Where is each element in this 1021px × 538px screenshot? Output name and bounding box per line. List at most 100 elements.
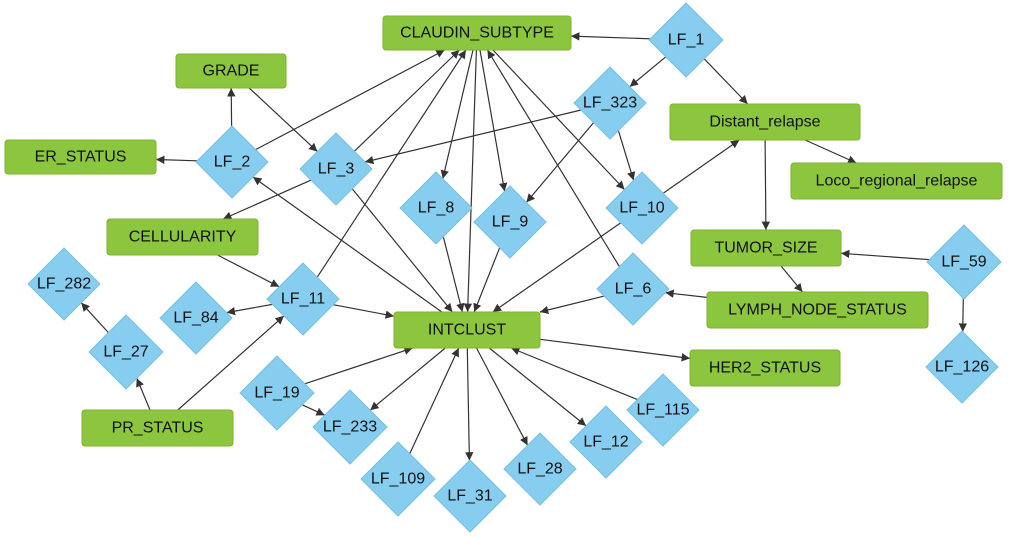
nodes-layer: CLAUDIN_SUBTYPEGRADEER_STATUSDistant_rel… [4, 2, 1003, 533]
edge-lf3-to-cell [222, 179, 312, 220]
node-label-lf126: LF_126 [935, 359, 989, 376]
latent-diamond-shape [605, 171, 679, 245]
node-label-lf59: LF_59 [941, 254, 986, 271]
latent-diamond-shape [239, 355, 315, 431]
node-label-lf19: LF_19 [254, 385, 299, 402]
latent-diamond-shape [925, 330, 999, 404]
latent-diamond-shape [312, 389, 388, 465]
edge-lf19-to-lf233 [301, 404, 326, 416]
edge-distant-to-tumor [761, 139, 771, 231]
node-lf19: LF_19 [239, 355, 315, 431]
node-label-lf28: LF_28 [517, 461, 562, 478]
node-lf1: LF_1 [648, 2, 724, 78]
edge-lf11-to-claudin [316, 49, 467, 278]
latent-diamond-shape [266, 262, 340, 336]
node-label-lf8: LF_8 [418, 200, 455, 217]
node-lf323: LF_323 [573, 66, 647, 140]
node-label-lf282: LF_282 [37, 276, 91, 293]
latent-diamond-shape [596, 252, 670, 326]
node-label-lf84: LF_84 [173, 310, 218, 327]
node-label-lf12: LF_12 [583, 434, 628, 451]
node-label-cell: CELLULARITY [129, 229, 237, 246]
node-label-er: ER_STATUS [35, 149, 127, 166]
node-label-grade: GRADE [203, 63, 260, 80]
edge-tumor-to-lymph [780, 265, 803, 293]
node-label-lf323: LF_323 [583, 95, 637, 112]
variable-box-shape [690, 229, 842, 267]
edge-lf109-to-intclust [409, 347, 460, 454]
latent-diamond-shape [473, 185, 547, 259]
node-lf59: LF_59 [926, 224, 1002, 300]
node-label-lf31: LF_31 [447, 488, 492, 505]
variable-box-shape [706, 291, 929, 329]
edge-intclust-to-lf28 [475, 347, 529, 446]
node-label-lf27: LF_27 [103, 344, 148, 361]
variable-box-shape [393, 311, 541, 349]
node-label-lf233: LF_233 [323, 419, 377, 436]
variable-box-shape [669, 103, 861, 141]
edge-lf11-to-intclust [333, 304, 395, 319]
node-label-lf115: LF_115 [636, 402, 689, 419]
latent-diamond-shape [360, 441, 436, 517]
latent-diamond-shape [195, 125, 269, 199]
edge-lf6-to-intclust [539, 295, 605, 315]
edge-pr-to-lf27 [136, 377, 151, 411]
edge-grade-to-lf3 [248, 87, 318, 153]
node-label-intclust: INTCLUST [428, 322, 506, 339]
node-label-tumor: TUMOR_SIZE [714, 240, 817, 257]
node-lf10: LF_10 [605, 171, 679, 245]
edge-lf10-to-intclust [492, 222, 622, 313]
node-er: ER_STATUS [4, 139, 157, 175]
edge-lf59-to-tumor [840, 249, 930, 261]
edge-claudin-to-intclust [463, 49, 477, 313]
node-lf9: LF_9 [473, 185, 547, 259]
latent-diamond-shape [626, 373, 700, 447]
edge-lf323-to-lf10 [617, 130, 636, 181]
node-label-lf6: LF_6 [615, 281, 652, 298]
latent-diamond-shape [299, 132, 373, 206]
variable-box-shape [4, 139, 157, 175]
edge-intclust-to-her2 [539, 338, 691, 362]
node-label-claudin: CLAUDIN_SUBTYPE [400, 25, 554, 42]
latent-diamond-shape [88, 314, 164, 390]
latent-diamond-shape [573, 66, 647, 140]
latent-diamond-shape [503, 432, 577, 506]
latent-diamond-shape [27, 247, 101, 321]
node-lf8: LF_8 [399, 171, 473, 245]
edge-lf2-to-er [155, 155, 198, 164]
edge-lf59-to-lf126 [958, 298, 968, 332]
edge-intclust-to-lf12 [488, 347, 587, 427]
edge-lf323-to-lf9 [525, 122, 595, 203]
node-pr: PR_STATUS [81, 409, 234, 447]
latent-diamond-shape [399, 171, 473, 245]
latent-diamond-shape [569, 405, 643, 479]
node-her2: HER2_STATUS [689, 349, 841, 387]
edge-lf9-to-intclust [473, 247, 501, 313]
node-label-lf3: LF_3 [318, 161, 355, 178]
edge-claudin-to-lf9 [479, 49, 508, 192]
node-lf6: LF_6 [596, 252, 670, 326]
node-label-lf2: LF_2 [214, 154, 251, 171]
node-lf282: LF_282 [27, 247, 101, 321]
edge-claudin-to-lf8 [440, 49, 474, 179]
latent-diamond-shape [648, 2, 724, 78]
edge-lf27-to-lf282 [80, 302, 109, 334]
edges-layer [80, 32, 968, 461]
edge-intclust-to-lf2 [252, 176, 443, 313]
node-lf115: LF_115 [626, 373, 700, 447]
edge-lf1-to-lf323 [629, 56, 667, 88]
edge-lf6-to-claudin [486, 49, 620, 267]
edge-cell-to-lf11 [217, 254, 280, 288]
edge-lf8-to-intclust [442, 236, 465, 313]
edge-pr-to-lf11 [177, 315, 285, 411]
node-lf109: LF_109 [360, 441, 436, 517]
node-lf84: LF_84 [159, 281, 233, 355]
edge-intclust-to-lf233 [369, 347, 446, 411]
node-lf233: LF_233 [312, 389, 388, 465]
edge-intclust-to-lf31 [465, 347, 474, 461]
edge-lf115-to-intclust [510, 347, 638, 401]
edge-lf3-to-intclust [351, 188, 453, 313]
node-lymph: LYMPH_NODE_STATUS [706, 291, 929, 329]
node-label-pr: PR_STATUS [112, 420, 204, 437]
